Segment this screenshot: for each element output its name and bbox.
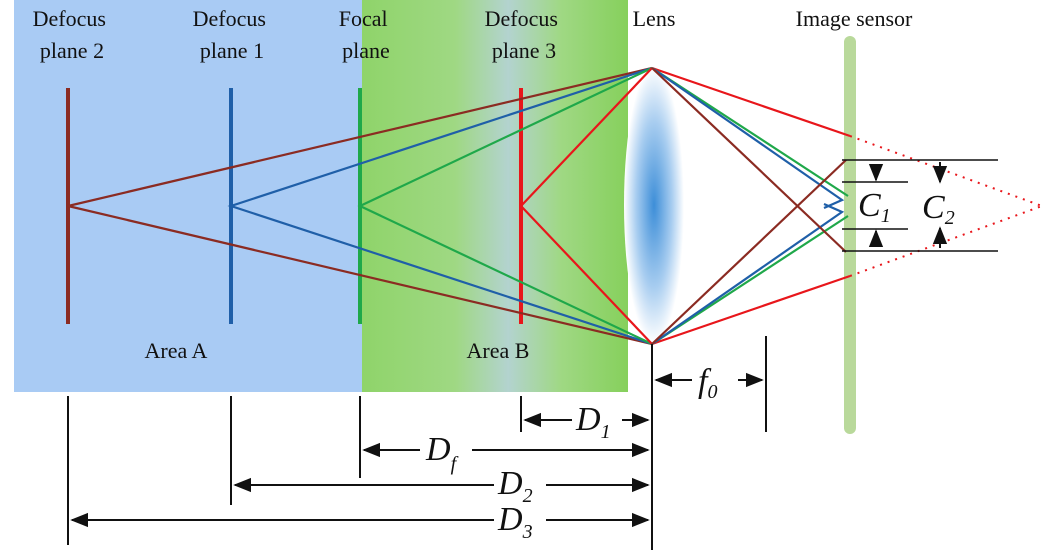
d1-label: D1 — [575, 401, 611, 443]
defocus-plane-1-label: Defocus plane 1 — [193, 6, 272, 63]
d3-label: D3 — [497, 501, 533, 543]
ray-plane-2 — [67, 66, 653, 346]
image-side-rays — [651, 66, 851, 346]
lens-label: Lens — [633, 6, 676, 31]
d2-label: D2 — [497, 465, 533, 507]
ray-plane-3 — [519, 67, 653, 345]
df-label: Df — [425, 431, 459, 475]
defocus-plane-2-label: Defocus plane 2 — [33, 6, 112, 63]
label-gaps — [420, 362, 738, 546]
focal-plane-label: Focal plane — [339, 6, 393, 63]
blur-circle-arrows — [868, 162, 948, 248]
lens-shape — [624, 67, 684, 343]
image-sensor-label: Image sensor — [796, 6, 913, 31]
reference-lines — [67, 336, 767, 550]
image-sensor-bar — [844, 36, 856, 434]
c2-label: C2 — [922, 189, 955, 229]
area-b-label: Area B — [467, 338, 530, 363]
area-b-region — [362, 0, 628, 392]
ray-plane-1 — [227, 66, 653, 346]
object-side-rays — [67, 66, 653, 346]
defocus-plane-3-label: Defocus plane 3 — [485, 6, 564, 63]
blur-circle-markers — [842, 159, 998, 252]
area-a-label: Area A — [145, 338, 208, 363]
ray-focal — [357, 67, 653, 345]
dimension-arrows — [70, 372, 764, 528]
area-a-region — [14, 0, 364, 392]
c1-label: C1 — [858, 187, 891, 227]
